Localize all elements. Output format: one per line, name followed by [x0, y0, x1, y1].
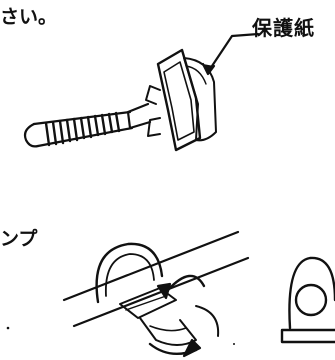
stem — [126, 102, 152, 130]
rotation-arrow-upper — [166, 274, 206, 292]
clamp-figure — [62, 230, 250, 358]
fastener-figure — [23, 48, 217, 152]
clamp-body — [119, 287, 177, 319]
clamp-tail — [139, 317, 197, 346]
rotation-arrow-upper-head — [156, 282, 172, 300]
side-view-base — [280, 328, 335, 344]
clamp-loop — [95, 242, 164, 304]
rotation-arrow-side — [195, 305, 220, 337]
clip-wing-lower — [147, 117, 161, 137]
shaft-ribs — [44, 111, 121, 147]
shaft-tip — [23, 122, 40, 148]
leader-line — [206, 32, 260, 74]
side-view-hole — [294, 283, 328, 317]
base-plate-inner — [163, 61, 195, 141]
clamp-side-view — [280, 256, 335, 344]
clamp-text-fragment: ンプ — [0, 228, 38, 250]
clamp-loop-inner — [105, 253, 155, 297]
instruction-text-fragment: さい。 — [0, 6, 58, 28]
side-view-dome — [288, 256, 335, 330]
base-plate — [156, 48, 202, 152]
protective-paper — [183, 57, 217, 142]
rotation-arrow-lower-head — [182, 338, 202, 358]
protective-paper-label: 保護紙 — [252, 16, 315, 40]
clip-wing-upper — [145, 85, 161, 105]
